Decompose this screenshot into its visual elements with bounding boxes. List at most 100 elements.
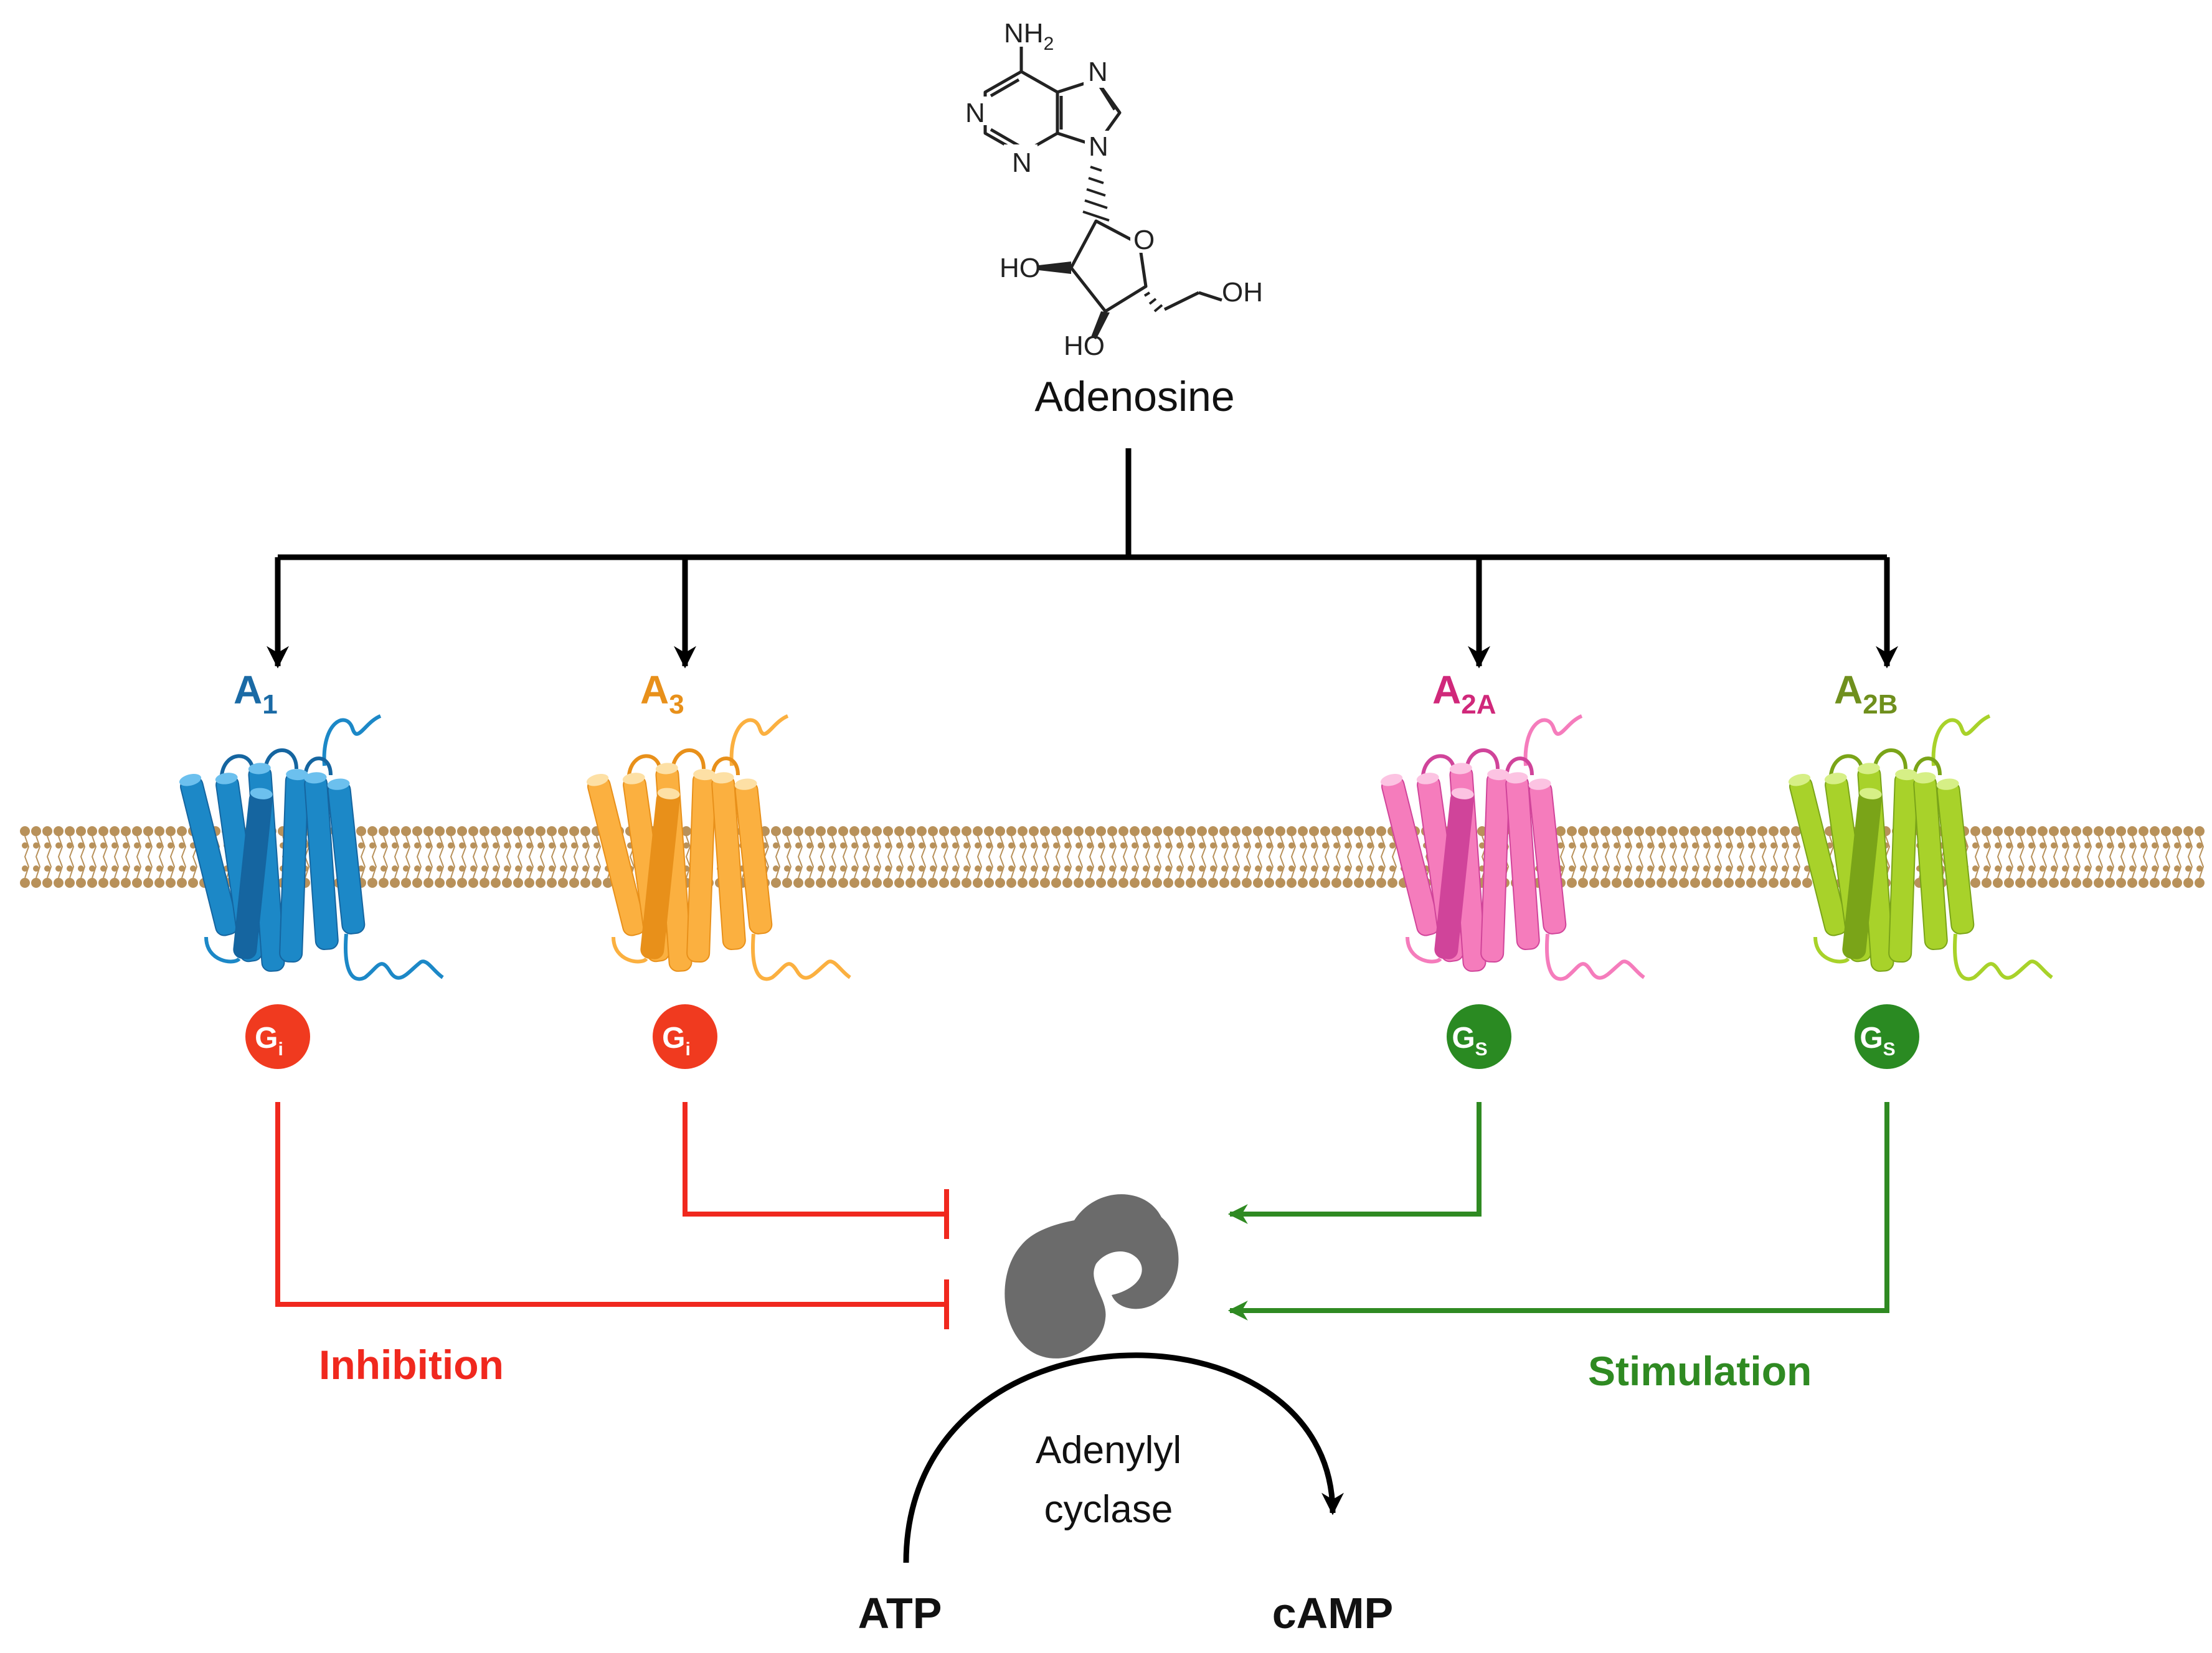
membrane-lipid-head	[379, 878, 389, 888]
membrane-lipid-head	[437, 842, 443, 849]
membrane-lipid-head	[1163, 826, 1173, 836]
membrane-lipid-head	[896, 842, 902, 849]
membrane-lipid-head	[805, 878, 815, 888]
membrane-lipid-head	[2017, 842, 2023, 849]
membrane-lipid-head	[1331, 826, 1341, 836]
membrane-lipid-head	[100, 842, 106, 849]
membrane-lipid-head	[1345, 865, 1351, 872]
membrane-lipid-head	[905, 878, 915, 888]
membrane-lipid-head	[1008, 842, 1014, 849]
membrane-lipid-head	[1612, 878, 1622, 888]
receptor-helix-cap	[1824, 773, 1847, 784]
membrane-lipid-head	[1557, 842, 1564, 849]
membrane-lipid-tail	[1985, 836, 1992, 878]
receptor-helix	[1480, 771, 1510, 963]
membrane-lipid-head	[1602, 842, 1609, 849]
membrane-lipid-head	[963, 842, 970, 849]
membrane-lipid-head	[829, 865, 835, 872]
membrane-lipid-head	[2084, 842, 2091, 849]
membrane-lipid-head	[1365, 878, 1375, 888]
membrane-lipid-head	[905, 826, 915, 836]
membrane-lipid-head	[1210, 842, 1216, 849]
membrane-lipid-head	[177, 878, 187, 888]
membrane-lipid-tail	[1604, 836, 1610, 878]
membrane-lipid-head	[491, 826, 501, 836]
membrane-lipid-tail	[1705, 836, 1711, 878]
membrane-lipid-tail	[382, 836, 389, 878]
membrane-lipid-head	[1983, 842, 1990, 849]
membrane-lipid-head	[493, 865, 499, 872]
membrane-lipid-head	[939, 826, 949, 836]
membrane-lipid-tail	[1133, 836, 1140, 878]
membrane-lipid-head	[1681, 842, 1687, 849]
membrane-lipid-tail	[797, 836, 803, 878]
membrane-lipid-head	[874, 842, 880, 849]
membrane-lipid-head	[515, 842, 521, 849]
membrane-lipid-head	[143, 878, 153, 888]
membrane-lipid-tail	[1582, 836, 1588, 878]
membrane-lipid-head	[65, 878, 75, 888]
membrane-lipid-head	[1567, 826, 1577, 836]
membrane-lipid-head	[145, 842, 151, 849]
membrane-lipid-head	[806, 842, 813, 849]
receptor-helix-cap	[215, 773, 238, 784]
membrane-lipid-head	[1253, 826, 1263, 836]
membrane-lipid-head	[1199, 865, 1205, 872]
membrane-lipid-head	[560, 842, 566, 849]
membrane-lipid-head	[33, 865, 39, 872]
membrane-lipid-head	[480, 826, 489, 836]
membrane-lipid-head	[1578, 878, 1588, 888]
membrane-lipid-tail	[35, 836, 41, 878]
membrane-lipid-head	[1580, 842, 1586, 849]
membrane-lipid-head	[2038, 826, 2048, 836]
membrane-lipid-tail	[898, 836, 904, 878]
receptor-helix-cap	[248, 763, 271, 775]
membrane-lipid-head	[838, 826, 848, 836]
membrane-lipid-head	[168, 865, 174, 872]
membrane-lipid-tail	[2198, 836, 2205, 878]
membrane-lipid-tail	[2053, 836, 2059, 878]
membrane-lipid-head	[1322, 842, 1328, 849]
membrane-lipid-head	[1031, 865, 1037, 872]
membrane-lipid-tail	[1761, 836, 1767, 878]
membrane-lipid-head	[1300, 842, 1306, 849]
membrane-lipid-head	[1275, 826, 1285, 836]
membrane-lipid-head	[1389, 842, 1396, 849]
membrane-lipid-head	[1647, 865, 1653, 872]
membrane-lipid-tail	[1750, 836, 1756, 878]
membrane-lipid-head	[1300, 865, 1306, 872]
membrane-lipid-head	[1141, 878, 1151, 888]
membrane-lipid-head	[78, 865, 84, 872]
membrane-lipid-head	[537, 842, 544, 849]
membrane-lipid-head	[67, 842, 73, 849]
membrane-lipid-head	[1197, 878, 1207, 888]
membrane-lipid-tail	[147, 836, 153, 878]
membrane-lipid-tail	[1178, 836, 1184, 878]
membrane-lipid-head	[930, 842, 936, 849]
membrane-lipid-head	[907, 865, 914, 872]
membrane-lipid-head	[919, 842, 925, 849]
membrane-lipid-head	[1378, 865, 1384, 872]
membrane-lipid-head	[1051, 826, 1061, 836]
membrane-lipid-head	[358, 842, 364, 849]
membrane-lipid-head	[1075, 842, 1082, 849]
membrane-lipid-head	[42, 878, 52, 888]
membrane-lipid-head	[1589, 826, 1599, 836]
membrane-lipid-tail	[1571, 836, 1577, 878]
membrane-lipid-tail	[1021, 836, 1028, 878]
membrane-lipid-head	[1309, 826, 1319, 836]
membrane-lipid-head	[939, 878, 949, 888]
membrane-lipid-head	[110, 878, 120, 888]
membrane-lipid-head	[1690, 826, 1700, 836]
membrane-lipid-head	[592, 878, 602, 888]
membrane-lipid-head	[885, 865, 891, 872]
membrane-lipid-head	[874, 865, 880, 872]
membrane-lipid-head	[1197, 826, 1207, 836]
atom-n7: N	[1088, 57, 1108, 87]
membrane-lipid-head	[1645, 826, 1655, 836]
membrane-lipid-tail	[1784, 836, 1790, 878]
membrane-lipid-head	[2071, 878, 2081, 888]
membrane-lipid-head	[143, 826, 153, 836]
membrane-lipid-head	[2015, 878, 2025, 888]
membrane-lipid-head	[1064, 865, 1071, 872]
